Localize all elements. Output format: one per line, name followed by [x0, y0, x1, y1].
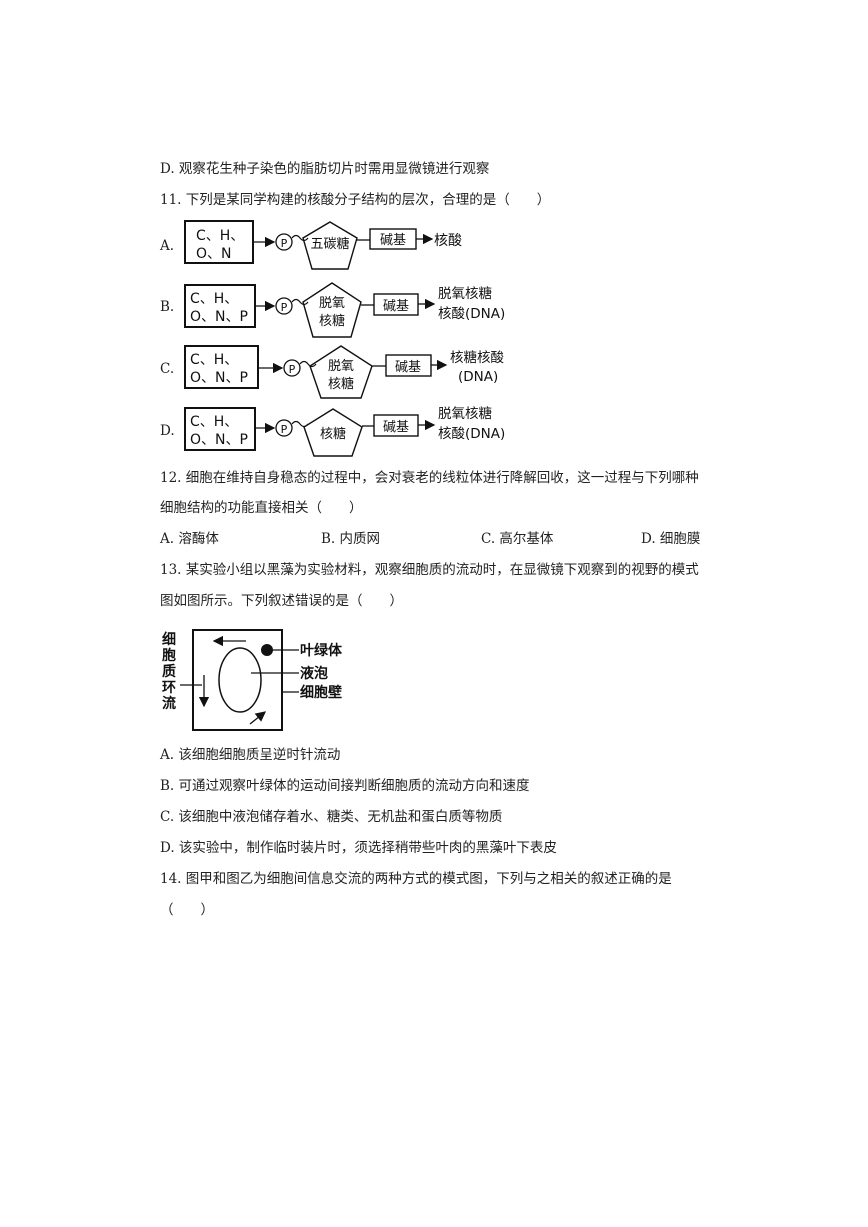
phosphate-circle-a	[275, 233, 293, 251]
a-result: 核酸	[434, 233, 462, 249]
a-elements-line2: O、N	[196, 246, 232, 262]
phosphate-p-c: P	[289, 363, 296, 376]
q11-diagram-c: C、H、 O、N、P P 脱氧 核糖 碱基 核糖核酸 (DNA)	[184, 345, 504, 399]
b-elements-line1: C、H、	[190, 291, 238, 307]
a-base: 碱基	[380, 233, 406, 248]
b-sugar-line2: 核糖	[319, 313, 345, 329]
d-result-line2: 核酸(DNA)	[438, 426, 505, 442]
cell-wall-rect	[192, 629, 283, 731]
b-result-line1: 脱氧核糖	[438, 286, 492, 302]
d-result-line1: 脱氧核糖	[438, 406, 492, 422]
side-label-5: 流	[162, 695, 176, 712]
phosphate-circle-b	[275, 297, 293, 315]
vacuole-ellipse	[218, 647, 262, 713]
label-cell-wall: 细胞壁	[300, 684, 342, 701]
d-base: 碱基	[383, 420, 409, 435]
side-label-4: 环	[162, 680, 176, 696]
q12-stem-line1: 12. 细胞在维持自身稳态的过程中，会对衰老的线粒体进行降解回收，这一过程与下列…	[160, 470, 699, 486]
pentose-shape-c	[309, 345, 373, 399]
q14-stem-line1: 14. 图甲和图乙为细胞间信息交流的两种方式的模式图，下列与之相关的叙述正确的是	[160, 871, 672, 887]
d-sugar: 核糖	[320, 426, 346, 442]
q13-option-a[interactable]: A. 该细胞细胞质呈逆时针流动	[160, 747, 341, 763]
side-label-1: 细	[162, 631, 176, 648]
phosphate-circle-d	[275, 419, 293, 437]
pentose-shape-d	[303, 408, 363, 457]
side-label-2: 胞	[161, 647, 176, 664]
b-result-line2: 核酸(DNA)	[438, 306, 505, 322]
label-vacuole: 液泡	[300, 665, 328, 682]
q11-option-b-label[interactable]: B.	[160, 299, 175, 315]
d-elements-line2: O、N、P	[190, 432, 248, 448]
q11-diagram-d: C、H、 O、N、P P 核糖 碱基 脱氧核糖 核酸(DNA)	[184, 406, 505, 457]
c-sugar-line1: 脱氧	[328, 359, 354, 374]
b-sugar-line1: 脱氧	[319, 296, 345, 311]
q12-option-d[interactable]: D. 细胞膜	[641, 531, 701, 547]
q11-diagram-b: C、H、 O、N、P P 脱氧 核糖 碱基 脱氧核糖 核酸(DNA)	[184, 282, 505, 338]
q11-option-a-label[interactable]: A.	[160, 238, 175, 254]
pentose-shape-a	[302, 221, 358, 270]
c-result-line1: 核糖核酸	[450, 350, 504, 366]
q13-cell-figure: 细 胞 质 环 流 叶绿体 液泡 细胞壁	[161, 629, 343, 731]
q13-option-d[interactable]: D. 该实验中，制作临时装片时，须选择稍带些叶肉的黑藻叶下表皮	[160, 840, 557, 856]
phosphate-p-b: P	[281, 301, 288, 314]
b-base: 碱基	[383, 299, 409, 314]
phosphate-p-d: P	[281, 423, 288, 436]
q14-stem-line2: （ ）	[160, 902, 214, 918]
q13-option-c[interactable]: C. 该细胞中液泡储存着水、糖类、无机盐和蛋白质等物质	[160, 809, 503, 825]
label-chloroplast: 叶绿体	[300, 642, 343, 659]
chloroplast-dot	[261, 644, 273, 656]
q12-stem-line2: 细胞结构的功能直接相关（ ）	[160, 500, 363, 516]
phosphate-circle-c	[283, 359, 301, 377]
q11-option-d-label[interactable]: D.	[160, 423, 175, 439]
q11-diagram-a: C、H、 O、N P 五碳糖 碱基 核酸	[184, 220, 462, 270]
d-elements-line1: C、H、	[190, 414, 238, 430]
q13-stem-line2: 图如图所示。下列叙述错误的是（ ）	[160, 593, 403, 609]
q12-option-a[interactable]: A. 溶酶体	[160, 531, 219, 547]
flow-arrow-bottom	[249, 711, 267, 725]
q12-option-c[interactable]: C. 高尔基体	[481, 531, 554, 547]
q11-option-c-label[interactable]: C.	[160, 361, 175, 377]
side-label-3: 质	[162, 663, 176, 680]
b-elements-line2: O、N、P	[190, 309, 248, 325]
q12-option-b[interactable]: B. 内质网	[321, 531, 381, 547]
c-base: 碱基	[395, 360, 421, 375]
a-elements-line1: C、H、	[196, 228, 244, 244]
a-sugar: 五碳糖	[310, 236, 349, 252]
q11-stem: 11. 下列是某同学构建的核酸分子结构的层次，合理的是（ ）	[160, 192, 551, 208]
q13-stem-line1: 13. 某实验小组以黑藻为实验材料，观察细胞质的流动时，在显微镜下观察到的视野的…	[160, 562, 699, 578]
phosphate-p-a: P	[281, 237, 288, 250]
c-elements-line1: C、H、	[190, 352, 238, 368]
q10-option-d: D. 观察花生种子染色的脂肪切片时需用显微镜进行观察	[160, 161, 490, 177]
c-sugar-line2: 核糖	[328, 376, 354, 392]
c-result-line2: (DNA)	[458, 369, 498, 385]
pentose-shape-b	[302, 282, 362, 338]
q13-option-b[interactable]: B. 可通过观察叶绿体的运动间接判断细胞质的流动方向和速度	[160, 778, 530, 794]
c-elements-line2: O、N、P	[190, 370, 248, 386]
